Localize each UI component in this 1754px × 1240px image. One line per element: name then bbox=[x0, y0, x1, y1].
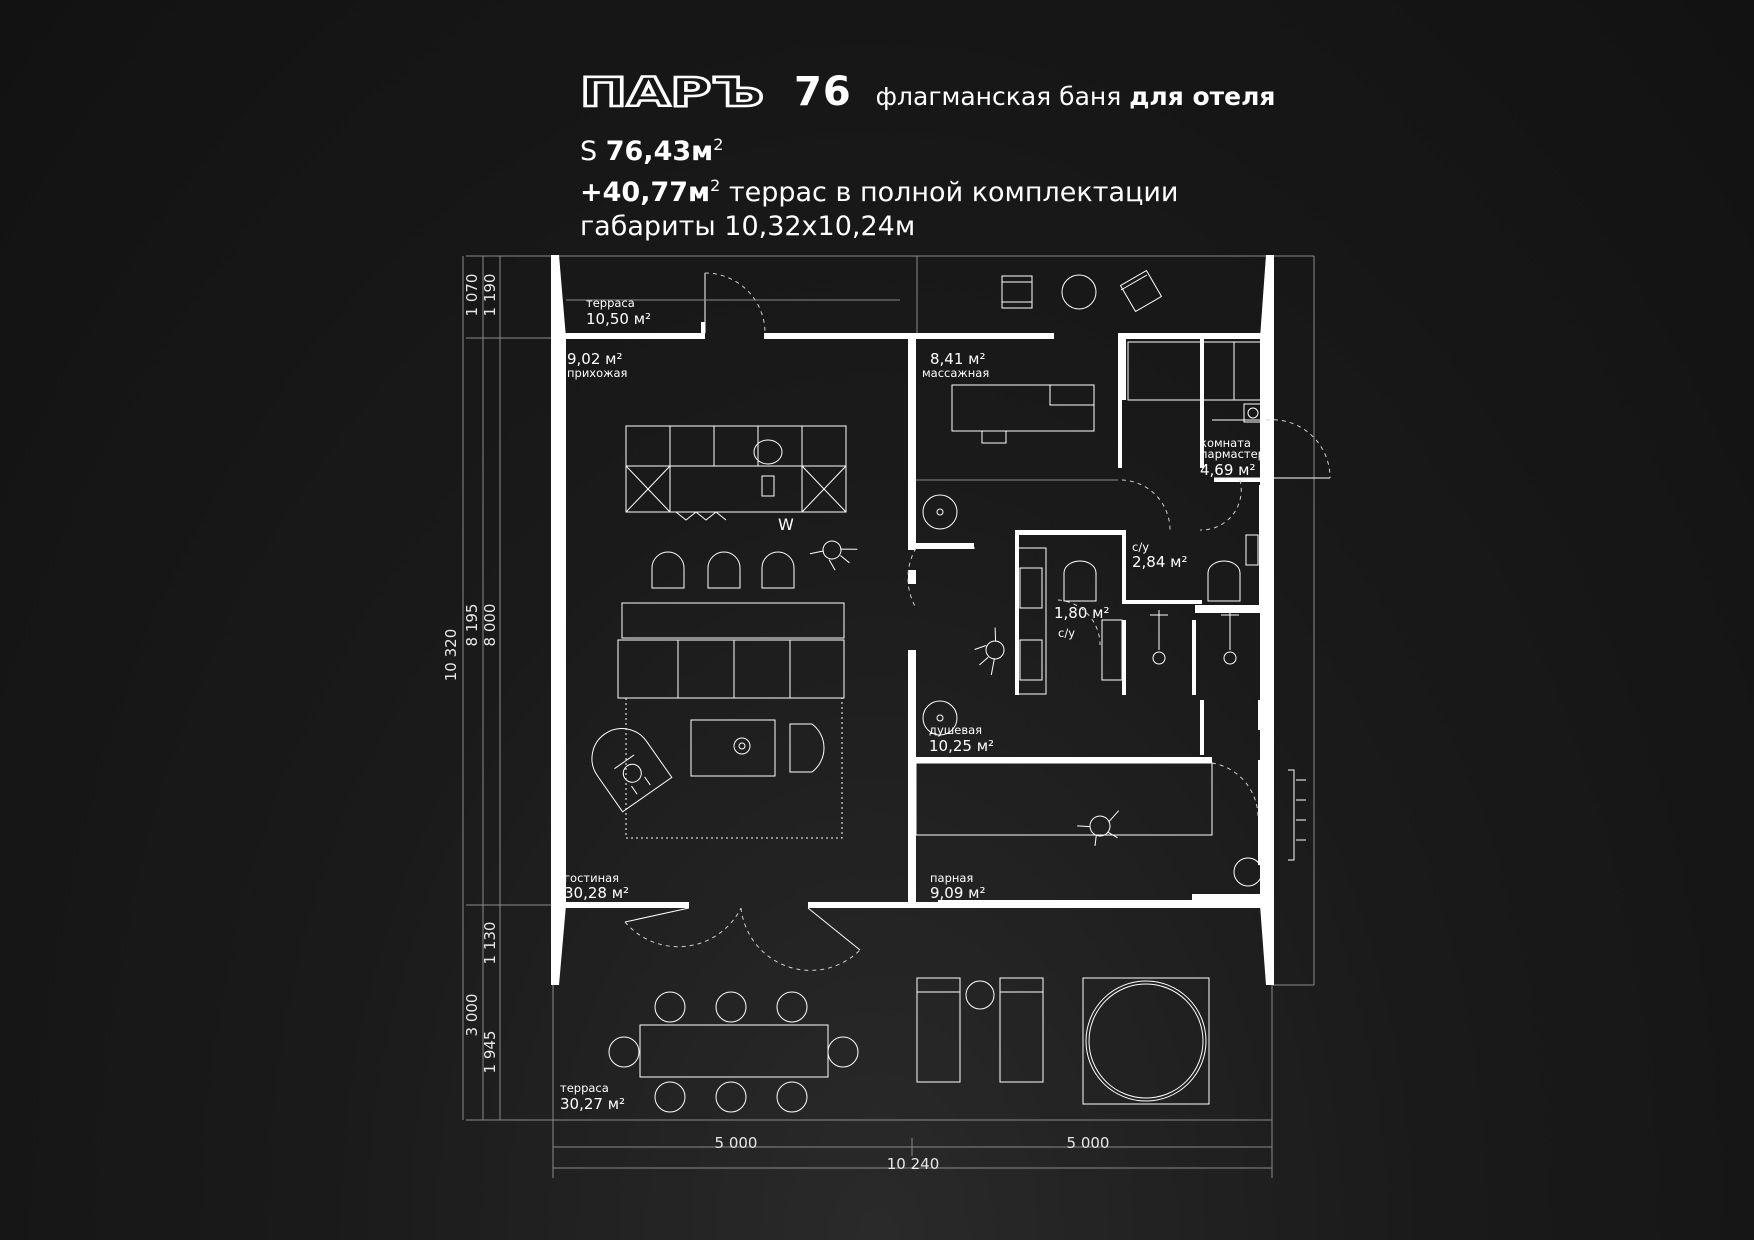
doors bbox=[624, 272, 1331, 971]
label-steam-master: комната пармастера 4,69 м² bbox=[1200, 436, 1272, 479]
dims-label: габариты bbox=[580, 211, 716, 242]
svg-text:30,28 м²: 30,28 м² bbox=[564, 884, 629, 902]
brand-logo-text: ПАРЪ bbox=[580, 72, 764, 112]
steam-room-furniture bbox=[915, 762, 1306, 887]
svg-text:10 320: 10 320 bbox=[442, 629, 460, 682]
label-wc1: с/у 2,84 м² bbox=[1132, 540, 1188, 571]
label-massage: 8,41 м² массажная bbox=[922, 350, 989, 380]
shower-wc-furniture bbox=[922, 494, 1259, 736]
svg-text:массажная: массажная bbox=[922, 366, 989, 380]
specs: S 76,43м2 +40,77м2 террас в полной компл… bbox=[580, 128, 1275, 244]
model-number: 76 bbox=[794, 69, 852, 115]
interior-walls bbox=[908, 338, 1274, 908]
label-terrace-top: терраса 10,50 м² bbox=[586, 296, 651, 328]
spec-terrace: +40,77м2 террас в полной комплектации bbox=[580, 169, 1275, 210]
terrace-value: +40,77м bbox=[580, 177, 711, 208]
area-sup: 2 bbox=[713, 135, 724, 154]
bottom-terrace-furniture bbox=[608, 977, 1210, 1113]
svg-text:пармастера: пармастера bbox=[1200, 447, 1272, 461]
svg-text:1 070: 1 070 bbox=[463, 274, 481, 317]
svg-text:3 000: 3 000 bbox=[463, 994, 481, 1037]
dimension-labels: 10 320 8 195 8 000 1 070 1 190 1 130 3 0… bbox=[442, 274, 1109, 1173]
outer-walls bbox=[551, 255, 1274, 985]
svg-text:8 195: 8 195 bbox=[463, 604, 481, 647]
label-steam: парная 9,09 м² bbox=[930, 871, 986, 902]
svg-text:прихожая: прихожая bbox=[567, 366, 627, 380]
person-icon-3 bbox=[1077, 810, 1120, 847]
svg-text:5 000: 5 000 bbox=[1067, 1134, 1110, 1152]
guide-lines bbox=[466, 255, 1315, 1178]
label-hallway: 9,02 м² прихожая bbox=[567, 350, 627, 380]
svg-text:10 240: 10 240 bbox=[887, 1155, 940, 1173]
brand-description: флагманская баня для отеля bbox=[876, 82, 1276, 111]
brand-row: ПАРЪ 76 флагманская баня для отеля bbox=[580, 62, 1275, 122]
svg-text:с/у: с/у bbox=[1058, 626, 1075, 640]
svg-text:гостиная: гостиная bbox=[564, 871, 619, 885]
svg-text:5 000: 5 000 bbox=[715, 1134, 758, 1152]
description-bold: для отеля bbox=[1129, 81, 1276, 111]
svg-text:9,02 м²: 9,02 м² bbox=[567, 350, 623, 368]
svg-text:8,41 м²: 8,41 м² bbox=[930, 350, 986, 368]
area-prefix: S bbox=[580, 136, 598, 167]
room-labels: терраса 10,50 м² 9,02 м² прихожая 8,41 м… bbox=[560, 296, 1272, 1113]
svg-text:2,84 м²: 2,84 м² bbox=[1132, 553, 1188, 571]
terrace-text: террас в полной комплектации bbox=[728, 177, 1179, 208]
svg-text:1,80 м²: 1,80 м² bbox=[1054, 604, 1110, 622]
spec-area: S 76,43м2 bbox=[580, 128, 1275, 169]
massage-furniture bbox=[916, 384, 1118, 481]
svg-text:1 130: 1 130 bbox=[481, 922, 499, 965]
svg-text:парная: парная bbox=[930, 871, 973, 885]
header: ПАРЪ 76 флагманская баня для отеля S 76,… bbox=[580, 62, 1275, 244]
person-icon-2 bbox=[974, 627, 1005, 676]
terrace-sup: 2 bbox=[710, 176, 721, 195]
svg-text:с/у: с/у bbox=[1132, 540, 1149, 554]
svg-text:10,25 м²: 10,25 м² bbox=[929, 737, 994, 755]
svg-text:душевая: душевая bbox=[929, 723, 982, 737]
top-terrace-furniture bbox=[566, 256, 1163, 333]
dims-value: 10,32х10,24м bbox=[724, 211, 916, 242]
living-furniture bbox=[591, 602, 845, 839]
person-icon-1 bbox=[809, 540, 858, 571]
svg-text:1 190: 1 190 bbox=[481, 274, 499, 317]
brand-logo: ПАРЪ bbox=[580, 72, 765, 112]
description-regular: флагманская баня bbox=[875, 81, 1122, 111]
label-shower: душевая 10,25 м² bbox=[929, 723, 994, 755]
svg-text:1 945: 1 945 bbox=[481, 1031, 499, 1074]
svg-text:9,09 м²: 9,09 м² bbox=[930, 884, 986, 902]
label-wc2: 1,80 м² с/у bbox=[1054, 604, 1110, 640]
svg-text:10,50 м²: 10,50 м² bbox=[586, 310, 651, 328]
lounge-chair bbox=[591, 728, 673, 813]
svg-text:4,69 м²: 4,69 м² bbox=[1200, 461, 1256, 479]
svg-text:терраса: терраса bbox=[586, 296, 635, 310]
label-terrace-bottom: терраса 30,27 м² bbox=[560, 1081, 625, 1113]
svg-text:30,27 м²: 30,27 м² bbox=[560, 1095, 625, 1113]
washer-symbol: W bbox=[778, 515, 794, 534]
label-living: гостиная 30,28 м² bbox=[564, 871, 629, 902]
dimension-lines bbox=[462, 256, 1272, 1169]
steam-master-furniture bbox=[1127, 341, 1263, 423]
svg-text:терраса: терраса bbox=[560, 1081, 609, 1095]
area-value: 76,43м bbox=[605, 136, 714, 167]
svg-text:комната: комната bbox=[1200, 436, 1251, 450]
spec-dimensions: габариты 10,32х10,24м bbox=[580, 210, 1275, 244]
kitchen-furniture: W bbox=[625, 425, 858, 589]
svg-text:8 000: 8 000 bbox=[481, 604, 499, 647]
